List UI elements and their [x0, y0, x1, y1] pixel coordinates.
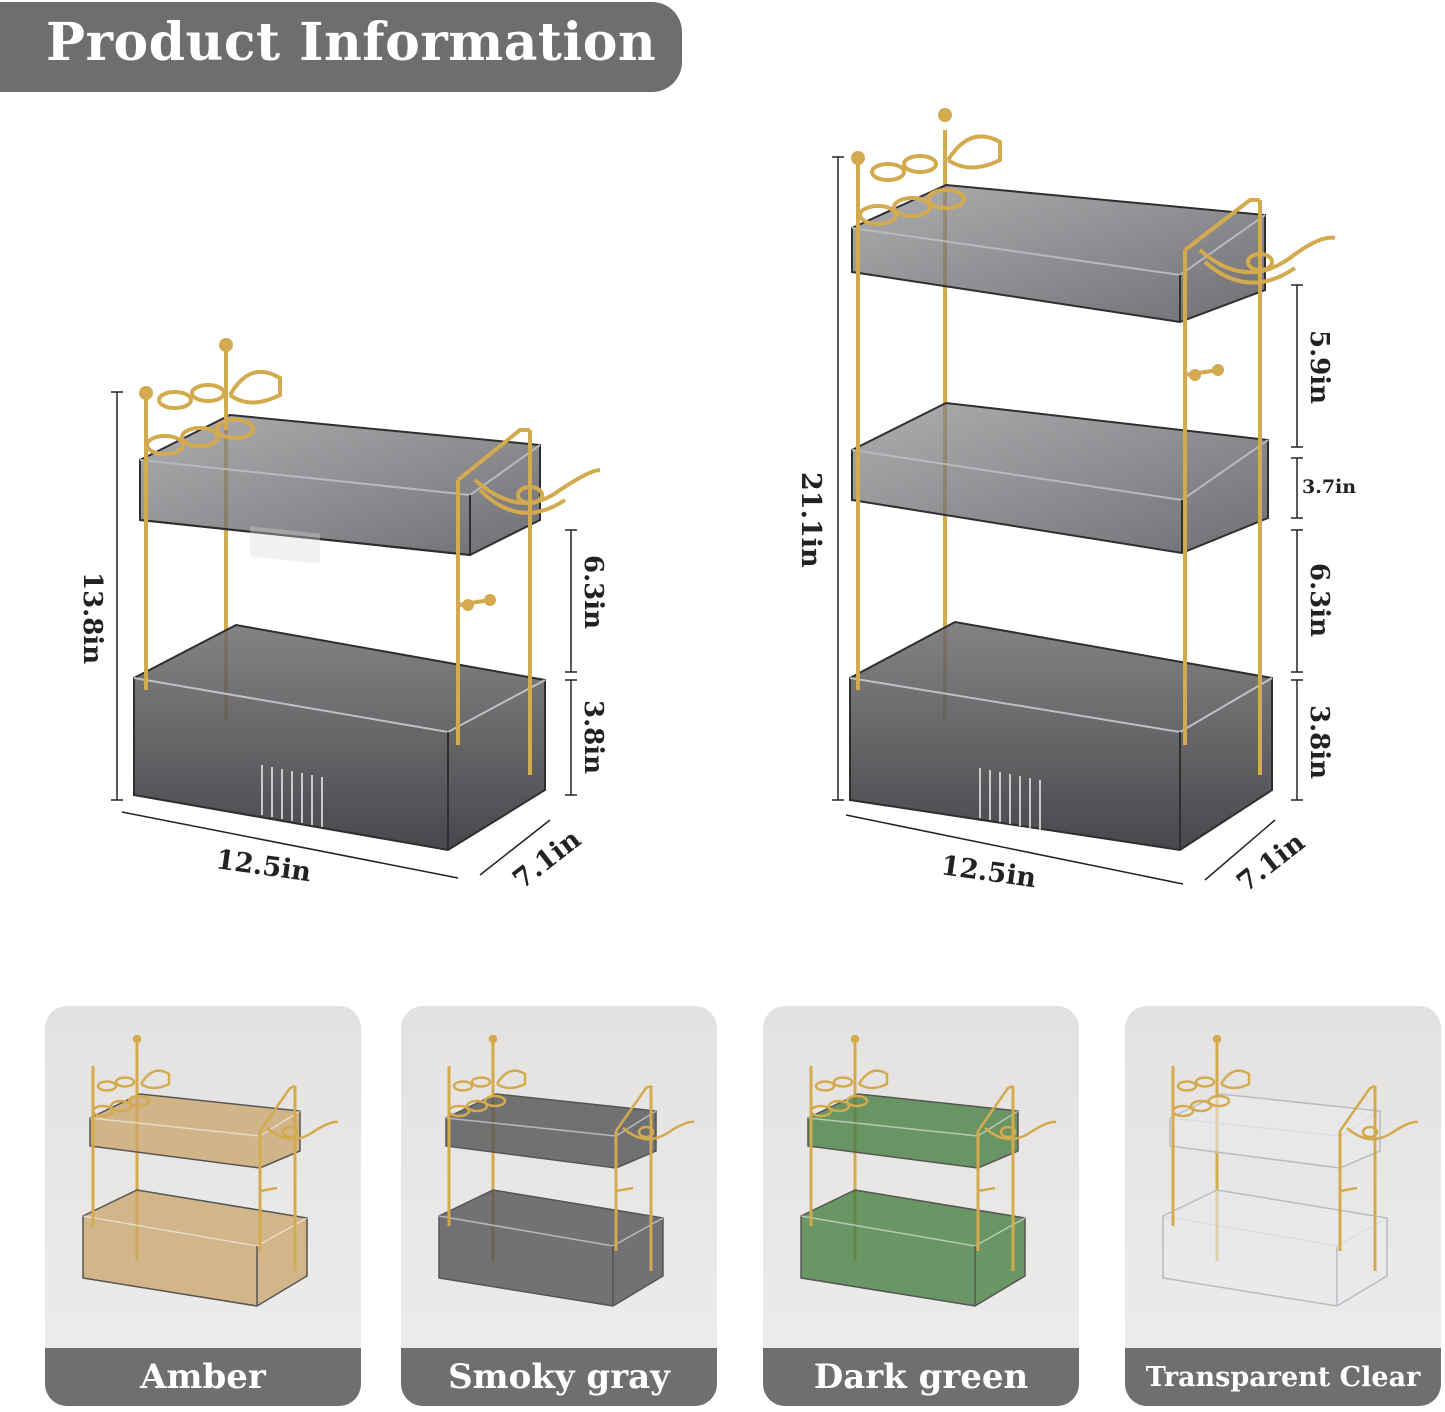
- two-tier-organizer: [133, 338, 601, 852]
- color-card-smoky-gray[interactable]: Smoky gray: [401, 1006, 717, 1406]
- title-banner: Product Information: [0, 2, 682, 92]
- banner-title: Product Information: [46, 12, 657, 73]
- three-tier-height-label: 21.1in: [795, 472, 826, 568]
- three-tier-length-label: 12.5in: [939, 850, 1038, 894]
- two-tier-dimension-lines: [111, 391, 577, 879]
- two-tier-height-label: 13.8in: [77, 572, 107, 664]
- three-tier-top-gap-label: 5.9in: [1304, 330, 1334, 404]
- color-label-amber: Amber: [45, 1348, 361, 1406]
- two-tier-basket-label: 3.8in: [578, 700, 608, 774]
- dark-green-organizer-image: [800, 1034, 1057, 1307]
- color-label-smoky-gray: Smoky gray: [401, 1348, 717, 1406]
- color-card-transparent-clear[interactable]: Transparent Clear: [1125, 1006, 1441, 1406]
- three-tier-mid-tray-label: 3.7in: [1302, 476, 1356, 498]
- dimension-diagrams: 13.8in 6.3in 3.8in 12.5in 7.1in: [77, 108, 1356, 899]
- two-tier-depth-label: 7.1in: [507, 824, 587, 896]
- three-tier-basket-label: 3.8in: [1304, 705, 1334, 779]
- two-tier-length-label: 12.5in: [214, 844, 313, 888]
- three-tier-gap-label: 6.3in: [1304, 563, 1334, 637]
- three-tier-organizer: [849, 108, 1336, 852]
- color-label-transparent-clear: Transparent Clear: [1125, 1348, 1441, 1406]
- transparent-clear-organizer-image: [1162, 1034, 1419, 1307]
- color-card-dark-green[interactable]: Dark green: [763, 1006, 1079, 1406]
- three-tier-dimension-lines: [832, 156, 1303, 885]
- color-label-dark-green: Dark green: [763, 1348, 1079, 1406]
- smoky-gray-organizer-image: [438, 1034, 695, 1307]
- amber-organizer-image: [82, 1034, 339, 1307]
- color-card-amber[interactable]: Amber: [45, 1006, 361, 1406]
- two-tier-gap-label: 6.3in: [578, 555, 608, 629]
- three-tier-depth-label: 7.1in: [1231, 827, 1311, 899]
